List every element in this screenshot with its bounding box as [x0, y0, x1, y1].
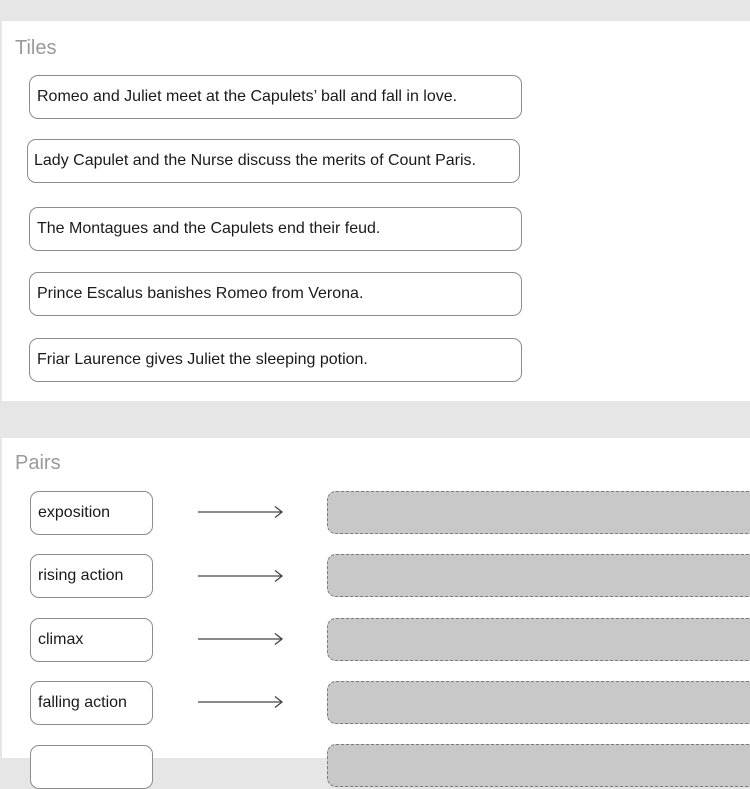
- tiles-heading: Tiles: [15, 37, 57, 59]
- tile-label: Friar Laurence gives Juliet the sleeping…: [37, 351, 368, 368]
- pair-label-resolution: [30, 745, 153, 789]
- pairs-panel: Pairs exposition rising action climax fa…: [2, 438, 750, 789]
- pairs-heading: Pairs: [15, 452, 61, 474]
- tile-label: Prince Escalus banishes Romeo from Veron…: [37, 285, 364, 302]
- pair-label-text: climax: [38, 631, 84, 648]
- tile-1[interactable]: Romeo and Juliet meet at the Capulets’ b…: [29, 75, 522, 119]
- tile-label: Romeo and Juliet meet at the Capulets’ b…: [37, 88, 458, 105]
- tiles-panel: Tiles Romeo and Juliet meet at the Capul…: [2, 21, 750, 401]
- drop-target-falling-action[interactable]: [327, 681, 750, 724]
- arrow-right-icon: [198, 695, 284, 709]
- tile-4[interactable]: Prince Escalus banishes Romeo from Veron…: [29, 272, 522, 316]
- pair-label-rising-action: rising action: [30, 554, 153, 598]
- tile-5[interactable]: Friar Laurence gives Juliet the sleeping…: [29, 338, 522, 382]
- pair-label-falling-action: falling action: [30, 681, 153, 725]
- drop-target-resolution[interactable]: [327, 744, 750, 787]
- pair-label-climax: climax: [30, 618, 153, 662]
- pair-label-text: rising action: [38, 567, 124, 584]
- pair-label-text: exposition: [38, 504, 111, 521]
- tile-label: The Montagues and the Capulets end their…: [37, 220, 381, 237]
- tile-2[interactable]: Lady Capulet and the Nurse discuss the m…: [27, 139, 520, 183]
- drop-target-climax[interactable]: [327, 618, 750, 661]
- tile-label: Lady Capulet and the Nurse discuss the m…: [34, 152, 476, 169]
- arrow-right-icon: [198, 569, 284, 583]
- tile-3[interactable]: The Montagues and the Capulets end their…: [29, 207, 522, 251]
- arrow-right-icon: [198, 505, 284, 519]
- pair-label-exposition: exposition: [30, 491, 153, 535]
- drop-target-exposition[interactable]: [327, 491, 750, 534]
- drop-target-rising-action[interactable]: [327, 554, 750, 597]
- arrow-right-icon: [198, 632, 284, 646]
- pair-label-text: falling action: [38, 694, 127, 711]
